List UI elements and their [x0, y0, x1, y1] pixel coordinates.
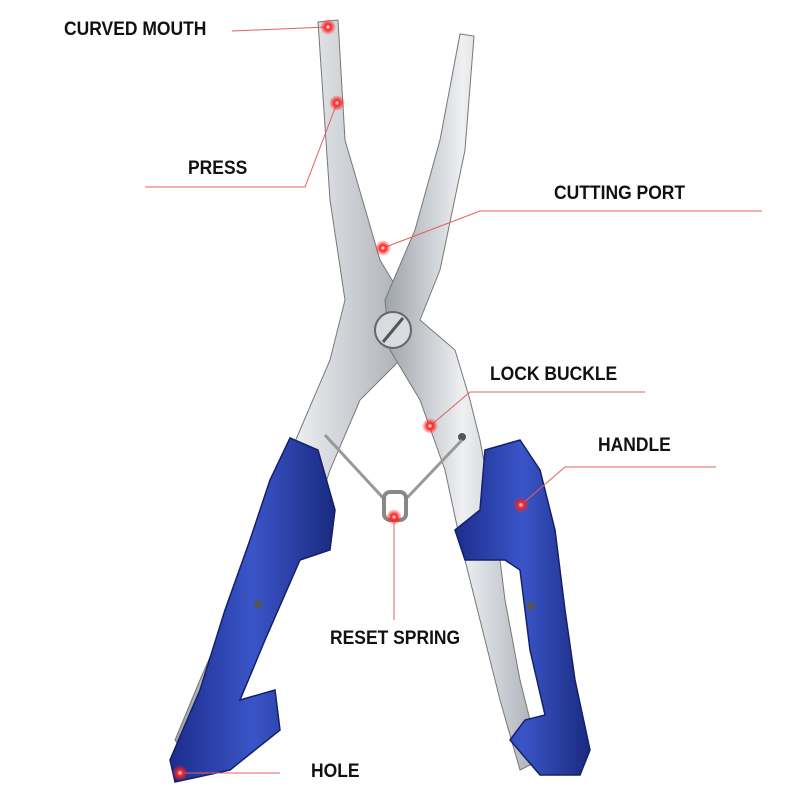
- right-jaw: [384, 33, 541, 771]
- reset-spring: [323, 433, 464, 502]
- leader-lines: [145, 26, 762, 774]
- label-reset-spring: RESET SPRING: [330, 628, 461, 649]
- label-lock-buckle: LOCK BUCKLE: [490, 364, 618, 385]
- label-press: PRESS: [188, 158, 248, 179]
- label-cutting-port: CUTTING PORT: [554, 183, 686, 204]
- right-handle-grip: [454, 439, 591, 776]
- markers: [172, 19, 529, 781]
- label-curved-mouth: CURVED MOUTH: [64, 19, 207, 40]
- left-handle-grip: [169, 437, 336, 783]
- label-handle: HANDLE: [598, 435, 671, 456]
- label-hole: HOLE: [311, 761, 360, 782]
